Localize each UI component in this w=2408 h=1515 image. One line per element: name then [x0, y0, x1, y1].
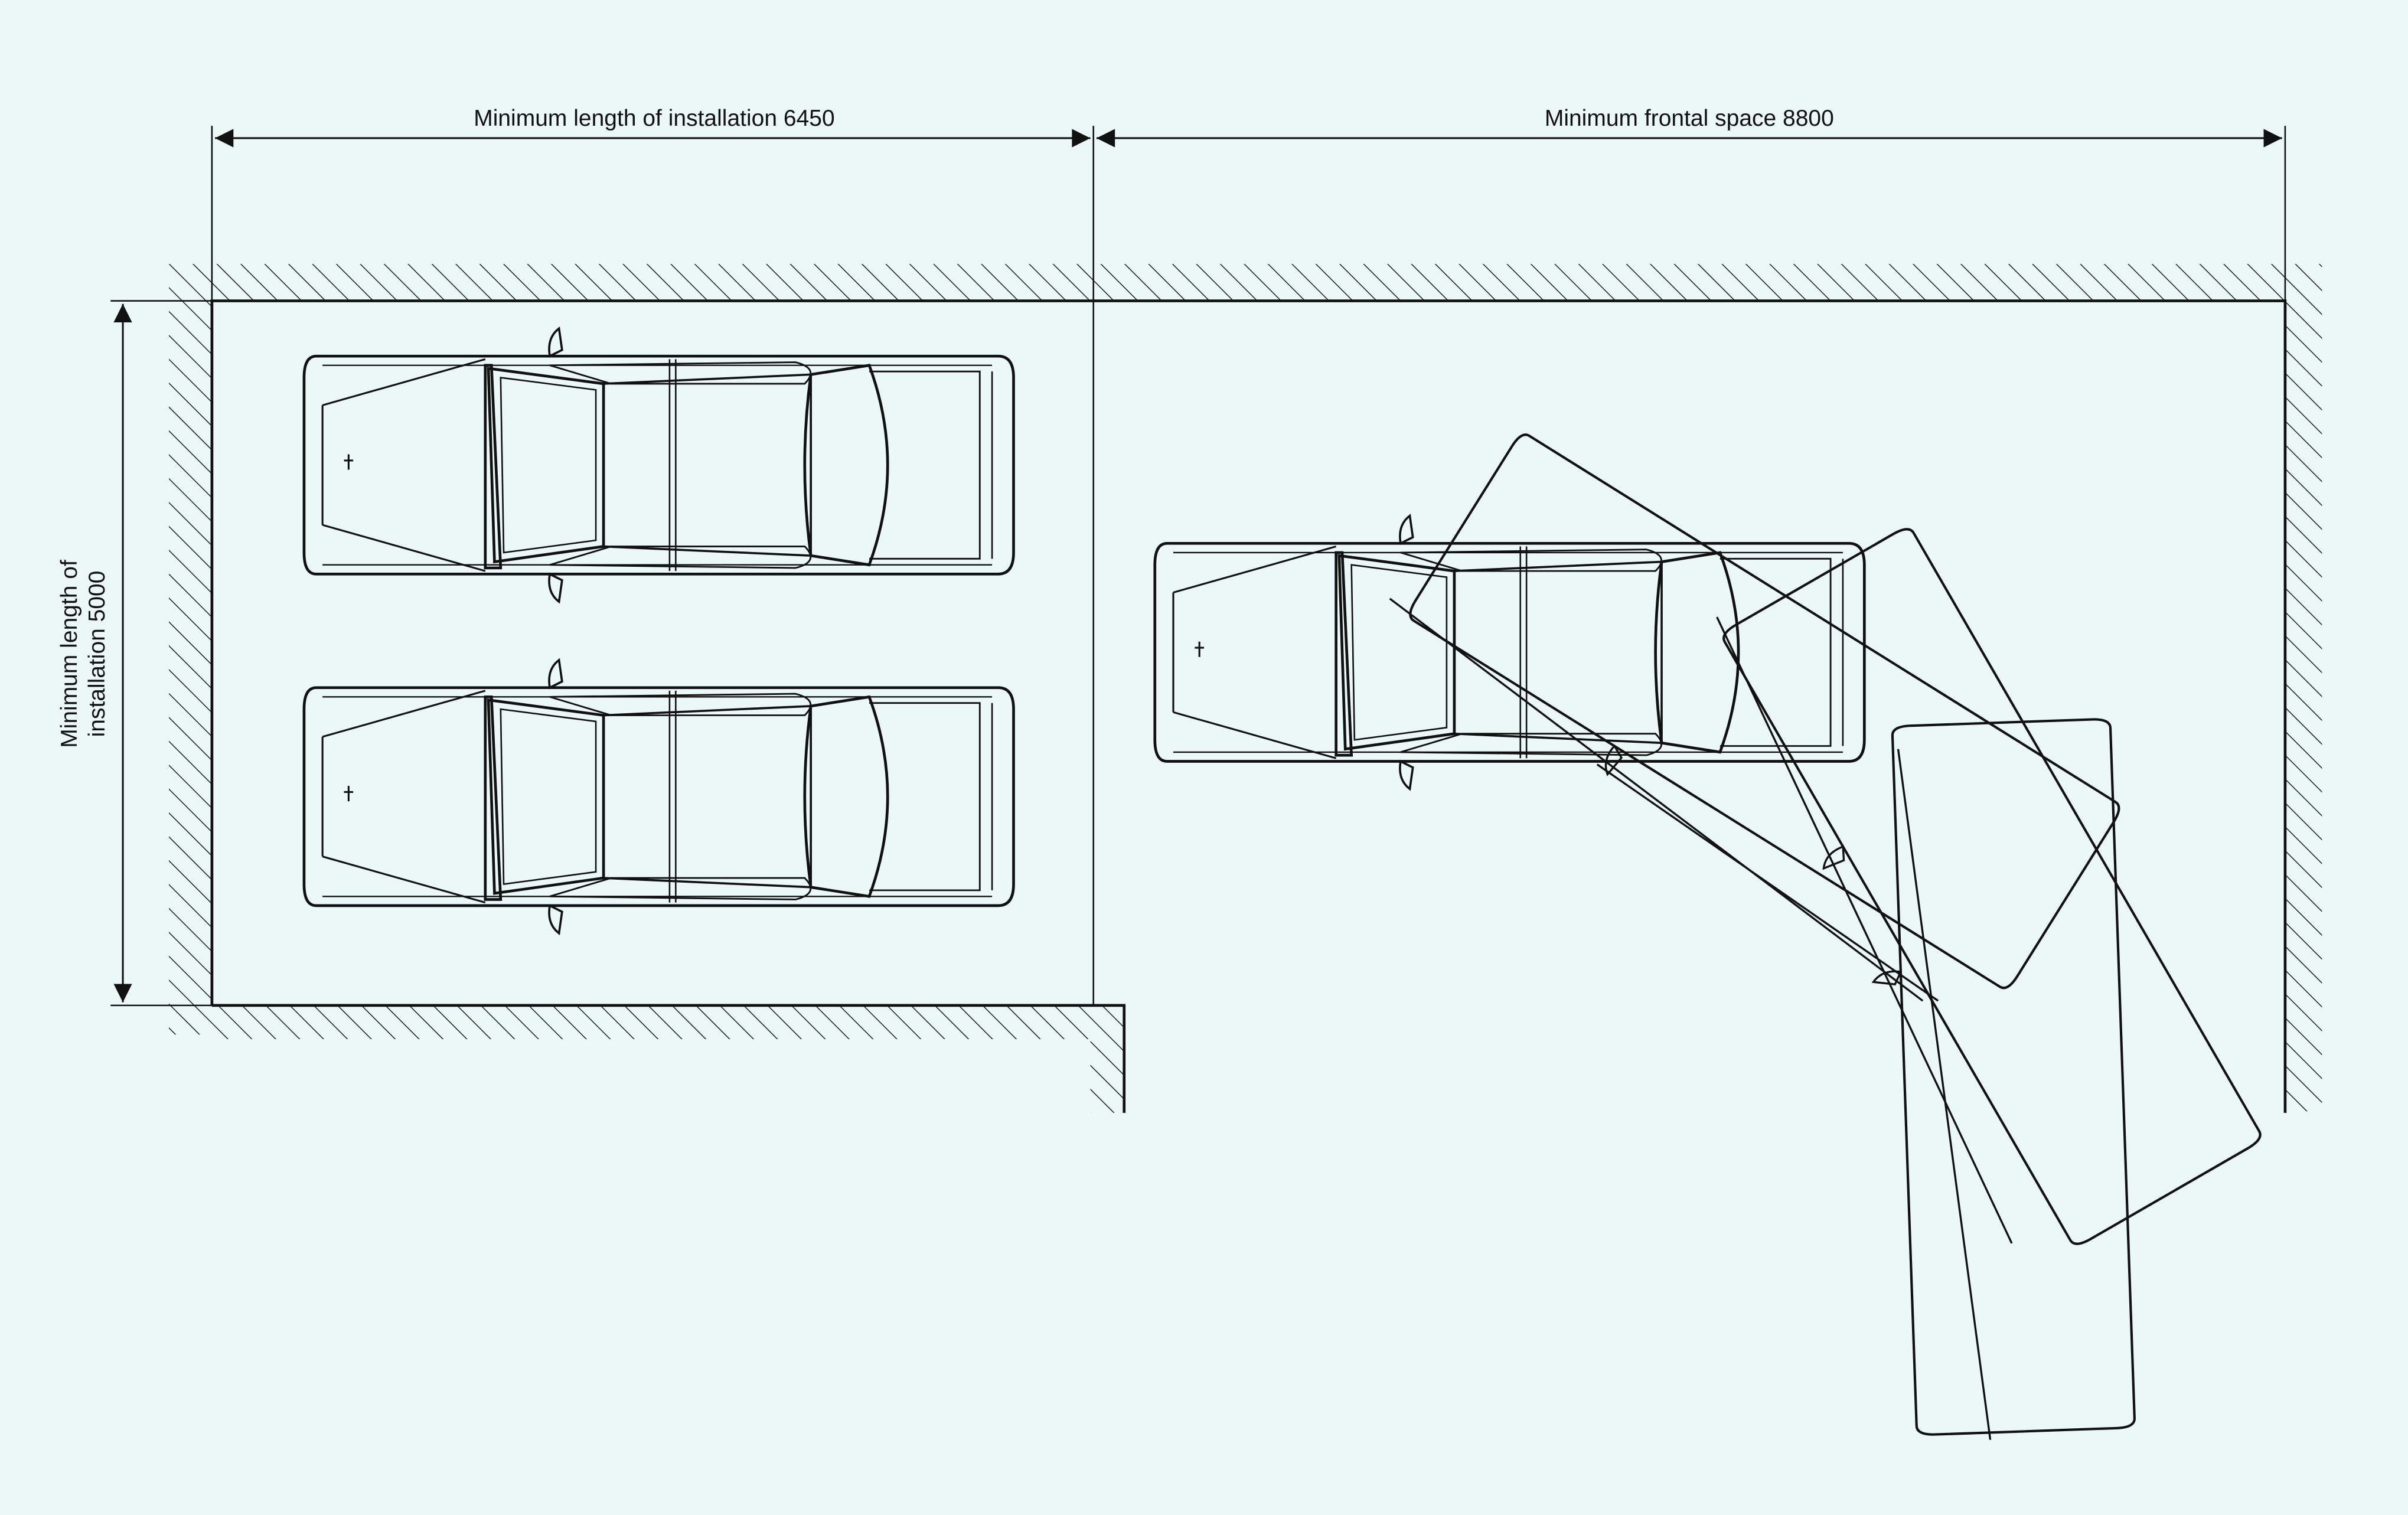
dimension-installation-length: Minimum length of installation 6450: [211, 106, 1095, 1005]
dimension-frontal-space: Minimum frontal space 8800: [1096, 106, 2286, 301]
parked-car-bottom: [304, 660, 1014, 933]
maneuvering-car-start: [1155, 516, 1865, 789]
frontal-space-label: Minimum frontal space 8800: [1545, 106, 1834, 131]
maneuvering-car-turn-3: [1865, 719, 2135, 1436]
parked-car-top: [304, 328, 1014, 602]
dimension-installation-width: Minimum length of installation 5000: [57, 300, 212, 1007]
installation-width-label-line1: Minimum length of: [57, 560, 82, 748]
maneuvering-sweep-lines: [1389, 597, 2013, 1440]
garage-walls: [169, 264, 2322, 1113]
installation-width-label-line2: installation 5000: [84, 571, 110, 737]
installation-length-label: Minimum length of installation 6450: [474, 106, 834, 131]
